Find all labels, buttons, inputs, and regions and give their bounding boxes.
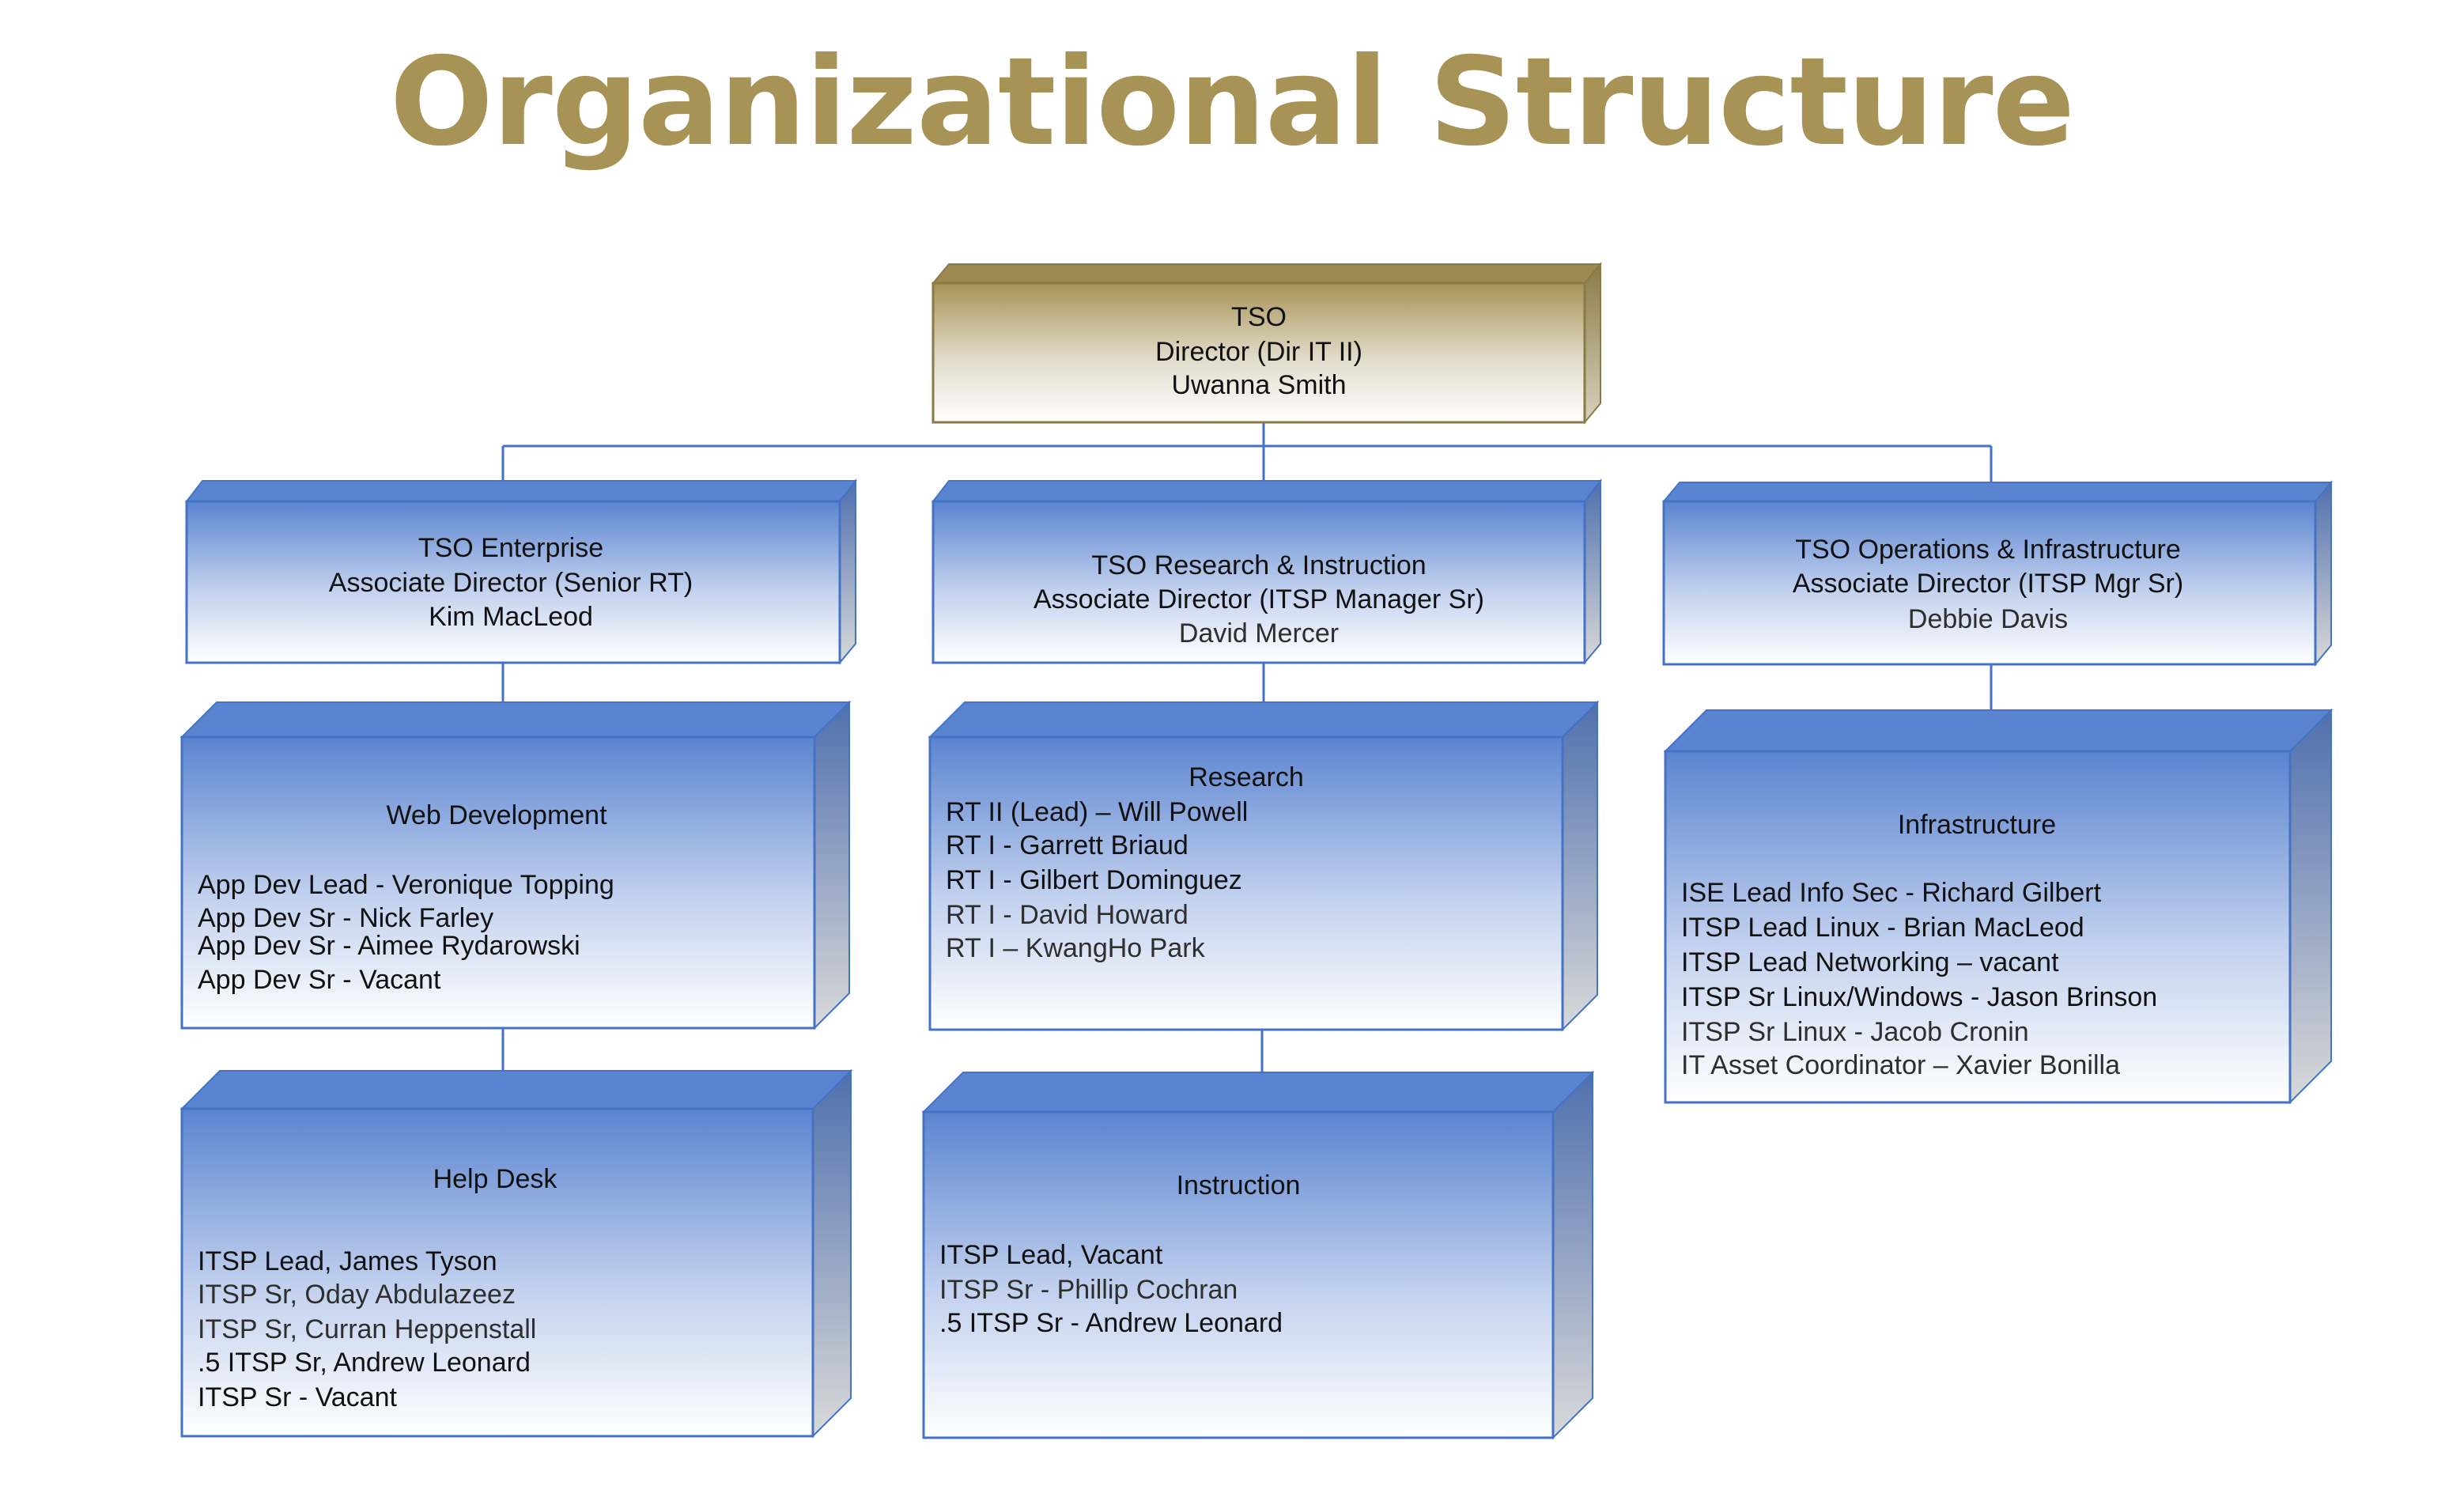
team-title-web-development: Web Development [386, 800, 607, 830]
division-name-operations: Debbie Davis [1908, 604, 2068, 634]
division-box-enterprise: TSO Enterprise Associate Director (Senio… [184, 478, 858, 665]
team-member-web-development: App Dev Sr - Aimee Rydarowski [198, 931, 580, 961]
director-role: Director (Dir IT II) [1155, 337, 1362, 367]
team-box-research: Research RT II (Lead) – Will Powell RT I… [928, 700, 1600, 1032]
director-unit: TSO [1231, 302, 1287, 332]
division-box-research-instruction: TSO Research & Instruction Associate Dir… [931, 478, 1603, 665]
team-member-help-desk: ITSP Sr - Vacant [198, 1382, 397, 1412]
division-name-research-instruction: David Mercer [1179, 618, 1339, 648]
team-member-web-development: App Dev Lead - Veronique Topping [198, 870, 614, 900]
division-unit-research-instruction: TSO Research & Instruction [1091, 550, 1426, 580]
division-box-operations: TSO Operations & Infrastructure Associat… [1661, 480, 2334, 667]
team-box-instruction: Instruction ITSP Lead, Vacant ITSP Sr - … [921, 1070, 1595, 1440]
team-member-web-development: App Dev Sr - Vacant [198, 965, 441, 995]
connector-lines [501, 422, 1993, 1072]
team-member-instruction: ITSP Lead, Vacant [939, 1240, 1163, 1270]
team-box-infrastructure: Infrastructure ISE Lead Info Sec - Richa… [1663, 708, 2334, 1105]
team-member-research: RT II (Lead) – Will Powell [946, 797, 1248, 827]
team-member-infrastructure: ITSP Lead Linux - Brian MacLeod [1681, 913, 2084, 943]
team-member-infrastructure: ITSP Sr Linux/Windows - Jason Brinson [1681, 982, 2157, 1012]
director-box: TSO Director (Dir IT II) Uwanna Smith [931, 262, 1603, 425]
team-title-research: Research [1189, 762, 1304, 792]
team-member-infrastructure: ITSP Sr Linux - Jacob Cronin [1681, 1017, 2029, 1047]
director-name: Uwanna Smith [1171, 370, 1346, 400]
team-member-help-desk: .5 ITSP Sr, Andrew Leonard [198, 1348, 531, 1378]
division-unit-operations: TSO Operations & Infrastructure [1795, 535, 2181, 565]
team-member-instruction: .5 ITSP Sr - Andrew Leonard [939, 1308, 1283, 1338]
team-box-web-development: Web Development App Dev Lead - Veronique… [180, 700, 852, 1030]
team-member-web-development: App Dev Sr - Nick Farley [198, 903, 493, 933]
team-member-research: RT I - Gilbert Dominguez [946, 865, 1242, 895]
division-role-research-instruction: Associate Director (ITSP Manager Sr) [1034, 584, 1484, 614]
team-member-help-desk: ITSP Sr, Oday Abdulazeez [198, 1280, 516, 1310]
team-member-infrastructure: ISE Lead Info Sec - Richard Gilbert [1681, 878, 2102, 908]
chart-title: Organizational Structure [389, 32, 2075, 173]
team-member-research: RT I – KwangHo Park [946, 933, 1206, 963]
team-member-help-desk: ITSP Lead, James Tyson [198, 1246, 497, 1276]
team-box-help-desk: Help Desk ITSP Lead, James Tyson ITSP Sr… [180, 1068, 853, 1439]
team-member-help-desk: ITSP Sr, Curran Heppenstall [198, 1314, 536, 1344]
team-title-infrastructure: Infrastructure [1898, 810, 2056, 840]
division-name-enterprise: Kim MacLeod [429, 602, 593, 632]
team-member-infrastructure: IT Asset Coordinator – Xavier Bonilla [1681, 1050, 2120, 1080]
team-member-infrastructure: ITSP Lead Networking – vacant [1681, 947, 2059, 977]
division-unit-enterprise: TSO Enterprise [418, 533, 603, 563]
team-member-research: RT I - David Howard [946, 900, 1189, 930]
division-role-enterprise: Associate Director (Senior RT) [329, 568, 693, 598]
team-title-help-desk: Help Desk [433, 1164, 558, 1194]
team-member-research: RT I - Garrett Briaud [946, 830, 1189, 860]
team-title-instruction: Instruction [1177, 1170, 1301, 1200]
division-role-operations: Associate Director (ITSP Mgr Sr) [1793, 569, 2183, 599]
team-member-instruction: ITSP Sr - Phillip Cochran [939, 1275, 1238, 1305]
